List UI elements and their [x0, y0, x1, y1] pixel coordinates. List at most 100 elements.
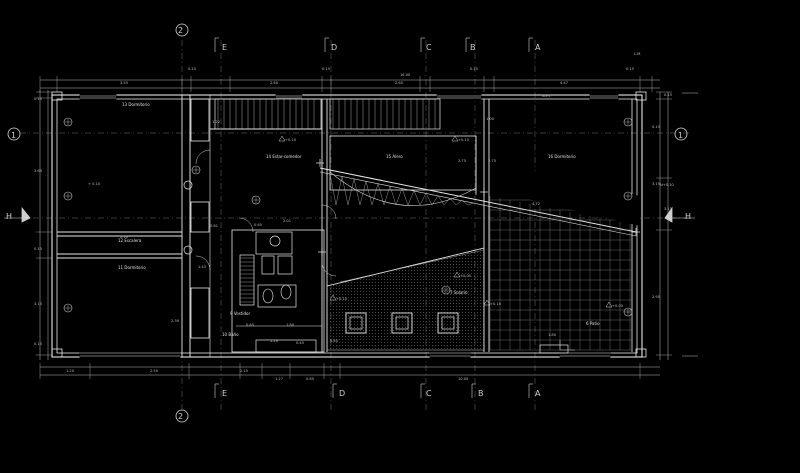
- dim-int-2: 2.01: [283, 219, 291, 223]
- arc-line: [329, 171, 477, 206]
- dim-bottom-6: 10.00: [458, 377, 469, 381]
- room-label-escalera: 12 Escalera: [118, 238, 142, 243]
- door-step: [559, 340, 575, 351]
- dim-bottom-5: 0.85: [306, 377, 314, 381]
- skylight: [391, 312, 413, 334]
- note-plus: + 0.10: [88, 182, 101, 186]
- truss-line: [419, 193, 427, 206]
- dim-top-part-8: 0.15: [626, 67, 634, 71]
- plan-geometry: [4, 23, 698, 423]
- axis-circle-top: 2: [178, 26, 183, 35]
- corner-post: [51, 91, 63, 101]
- truss-line: [407, 190, 415, 206]
- grid-label-bottom-b: B: [478, 389, 484, 398]
- column: [190, 98, 210, 142]
- truss-line: [377, 183, 385, 206]
- room-label-dormitorio-top: 13 Dormitorio: [122, 102, 150, 107]
- level-triangle: [451, 135, 459, 142]
- room-label-patio: 6 Patio: [586, 321, 600, 326]
- level-mark-4: +0.05: [460, 274, 471, 278]
- dim-top-total: 16.00: [400, 73, 411, 77]
- room-label-estar: 14 Estar-comedor: [266, 154, 302, 159]
- dim-bottom-2: 2.50: [150, 369, 159, 373]
- note-npt: N.P.T.: [542, 94, 552, 98]
- level-triangle: [453, 271, 461, 278]
- dim-left-2: 0.15: [34, 247, 42, 251]
- grid-label-bottom-c: C: [426, 389, 432, 398]
- grid-label-top-d: D: [331, 43, 337, 52]
- truss-line: [467, 202, 475, 206]
- window-gap: [559, 350, 611, 360]
- fixture-symbol: [63, 303, 73, 313]
- column: [190, 201, 210, 233]
- bathroom-counter: [255, 231, 293, 255]
- dim-bottom-4: 1.27: [275, 377, 283, 381]
- window-gap: [275, 92, 303, 102]
- truss-line: [359, 181, 367, 206]
- dim-top-part-1: 3.55: [120, 81, 128, 85]
- level-mark-6: +0.05: [612, 304, 623, 308]
- dim-int-4: 4.72: [532, 202, 540, 206]
- room-label-banio: 10 Baño: [222, 332, 239, 337]
- tile-mask: [490, 160, 640, 226]
- stair-outline: [214, 98, 322, 130]
- section-arrow: [21, 206, 31, 223]
- grid-label-top-b: B: [470, 43, 476, 52]
- grid-label-bottom-d: D: [339, 389, 345, 398]
- door-swing: [195, 255, 211, 271]
- room-label-solario: 7 Solario: [450, 290, 468, 295]
- fixture-symbol: [441, 285, 451, 295]
- dim-bottom-3: 2.15: [240, 369, 248, 373]
- window-gap: [436, 92, 482, 102]
- grid-label-top-a: A: [535, 43, 541, 52]
- level-mark-5: +0.10: [490, 302, 502, 306]
- grid-label-top-c: C: [426, 43, 432, 52]
- truss-line: [443, 197, 451, 206]
- dim-int-14: 2.75: [488, 159, 496, 163]
- dim-int-7: 1.20: [270, 339, 279, 343]
- dim-int-10: 0.65: [254, 223, 262, 227]
- fixture-symbol: [63, 191, 73, 201]
- dim-int-8: 1.22: [212, 120, 220, 124]
- skylight-inner: [395, 316, 409, 330]
- dim-int-11: 0.45: [296, 341, 304, 345]
- grid-label-top-e: E: [222, 43, 227, 52]
- axis-circle-bottom: 2: [178, 412, 183, 421]
- level-mark-2: +0.10: [458, 138, 470, 142]
- corner-post: [635, 91, 647, 101]
- fixture-symbol: [63, 117, 73, 127]
- window-gap: [589, 92, 619, 102]
- section-mark-left: H: [6, 212, 12, 221]
- dim-right-2: 3.15: [652, 182, 660, 186]
- door-swing: [195, 149, 211, 165]
- column: [190, 287, 210, 339]
- dim-int-16: 1.80: [286, 323, 295, 327]
- corner-post: [635, 348, 647, 358]
- section-mark-right: H: [685, 212, 691, 221]
- dim-int-6: 0.85: [246, 323, 254, 327]
- fixture-symbol: [251, 195, 261, 205]
- truss-line: [347, 178, 355, 206]
- fixture-symbol: [623, 117, 633, 127]
- diagonal-wall: [319, 171, 637, 237]
- corner-post: [51, 348, 63, 358]
- stair-outline: [329, 98, 441, 130]
- interior-wall: [189, 94, 211, 358]
- dim-left-3: 3.15: [34, 302, 42, 306]
- truss-line: [389, 185, 397, 206]
- truss-line: [413, 190, 421, 206]
- level-triangle: [483, 299, 491, 306]
- skylight-inner: [441, 316, 455, 330]
- grid-label-bottom-a: A: [535, 389, 541, 398]
- dim-top-part-3: 2.60: [270, 81, 279, 85]
- column-round: [183, 245, 193, 255]
- dim-left-5: 0.15: [34, 342, 42, 346]
- dim-right-1: 0.15: [652, 125, 660, 129]
- dim-int-12: 0.61: [210, 224, 218, 228]
- truss-line: [365, 181, 373, 206]
- truss-line: [341, 176, 349, 206]
- room-label-vestidor: 9 Vestidor: [230, 311, 250, 316]
- truss-line: [461, 200, 469, 206]
- window-gap: [429, 350, 471, 360]
